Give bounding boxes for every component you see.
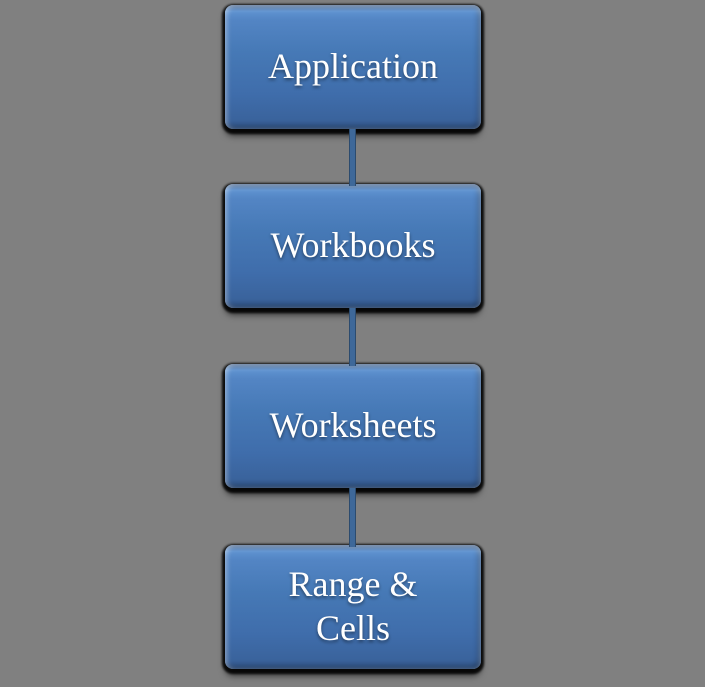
node-workbooks: Workbooks — [225, 184, 481, 308]
node-label: Application — [268, 46, 438, 87]
node-range-cells: Range & Cells — [225, 545, 481, 669]
node-application: Application — [225, 5, 481, 129]
node-label: Worksheets — [269, 405, 437, 446]
node-label: Workbooks — [270, 225, 436, 266]
node-label: Range & Cells — [288, 564, 418, 648]
node-worksheets: Worksheets — [225, 364, 481, 488]
connector-application-workbooks — [349, 129, 356, 186]
connector-worksheets-rangecells — [349, 488, 356, 547]
connector-workbooks-worksheets — [349, 308, 356, 366]
